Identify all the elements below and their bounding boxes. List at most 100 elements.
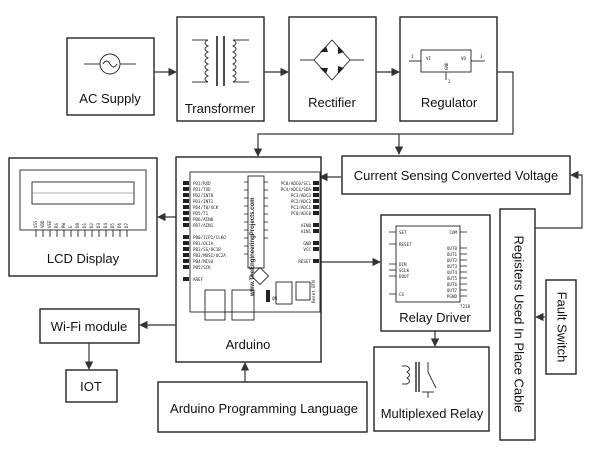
current-sensing-block: Current Sensing Converted Voltage <box>341 155 571 195</box>
ac-supply-block: AC Supply <box>66 37 155 116</box>
rd-pin-label: OUT3 <box>447 264 458 269</box>
arduino-pin-label: PD6/AIN0 <box>193 217 214 222</box>
rd-pin-label: OUT1 <box>447 252 458 257</box>
power-jack-icon <box>231 289 255 321</box>
arduino-pin-label: PD2/INT0 <box>193 193 214 198</box>
lcd-pin-label: RW <box>61 222 66 228</box>
wifi-module-block: Wi-Fi module <box>39 308 140 344</box>
arduino-pin-label: PC1/ADC1 <box>291 205 312 210</box>
rd-pin-label: OUT5 <box>447 276 458 281</box>
arduino-pin-label: PD1/RXD <box>193 181 211 186</box>
reg-vo: VO <box>461 56 467 61</box>
lcd-pin-label: D1 <box>82 222 87 228</box>
arduino-pin-label: RESET <box>298 259 311 264</box>
lcd-pin-label: D5 <box>110 222 115 228</box>
rd-pin-label: SCLK <box>399 268 410 273</box>
lcd-pin-label: E <box>68 225 73 228</box>
rd-pin-label: OUT2 <box>447 258 458 263</box>
usb-connector-icon <box>204 289 226 321</box>
reg-pin2: 2 <box>448 79 451 84</box>
multiplexed-relay-block: Multiplexed Relay <box>373 346 490 432</box>
reg-pin1: 1 <box>411 54 414 59</box>
rd-pin-label: DIN <box>399 262 407 267</box>
rd-pin-label: OUT4 <box>447 270 458 275</box>
reg-gnd: GND <box>444 62 449 70</box>
arduino-pin-label: PB2/SS/OC1B <box>193 247 221 252</box>
relay-icon <box>402 362 437 398</box>
lcd-pin-label: D2 <box>89 222 94 228</box>
reg-pin3: 3 <box>480 54 483 59</box>
arduino-label: Arduino <box>226 337 271 352</box>
arduino-block: PD1/RXD PD1/TXD PD2/INT0 PD3/INT1 PD4/T0… <box>175 156 322 363</box>
registers-block: Registers Used In Place Cable <box>499 208 536 441</box>
arduino-pin-label: PD3/INT1 <box>193 199 214 204</box>
iot-block: IOT <box>65 369 118 403</box>
lcd-pin-label: D3 <box>96 222 101 228</box>
transformer-block: Transformer <box>176 16 265 122</box>
on-led-icon <box>266 290 270 302</box>
arduino-pin-label: PC0/ADC0/SCL <box>281 181 312 186</box>
programming-block: Arduino Programming Language <box>157 381 368 433</box>
arduino-pin-label: PB4/MISO <box>193 259 214 264</box>
arduino-pin-label: PB5/SCK <box>193 265 211 270</box>
rd-part-number: 7218 <box>460 304 471 309</box>
arduino-pin-label: PB1/OC1A <box>193 241 214 246</box>
lcd-module-icon <box>19 169 147 231</box>
crystal-icon <box>250 266 270 286</box>
fault-switch-label: Fault Switch <box>555 292 570 363</box>
rd-pin-label: OUT0 <box>447 246 458 251</box>
fault-switch-block: Fault Switch <box>545 279 577 375</box>
rectifier-block: Rectifier <box>288 16 377 122</box>
rd-pin-label: SET <box>399 230 407 235</box>
rd-pin-label: DOUT <box>399 274 410 279</box>
arduino-pin-label: AIN1 <box>301 229 312 234</box>
lcd-pins: VSS VDD VEE RS RW E D0 D1 D2 D3 D4 D5 D6… <box>33 220 129 237</box>
arduino-pin-label: AIN0 <box>301 223 312 228</box>
transformer-icon <box>192 36 249 86</box>
rd-pin-label: RESET <box>399 242 412 247</box>
on-label: ON <box>272 296 278 301</box>
arduino-board-icon: PD1/RXD PD1/TXD PD2/INT0 PD3/INT1 PD4/T0… <box>183 171 321 321</box>
lcd-pin-label: D0 <box>75 222 80 228</box>
arduino-pin-label: PB3/MOSI/OC2A <box>193 253 226 258</box>
arduino-pin-label: GND <box>303 241 311 246</box>
arduino-pin-label: PC0/ADC0 <box>291 211 312 216</box>
arduino-pin-label: AREF <box>193 277 204 282</box>
arduino-pin-label: PB0/ICP1/CLKO <box>193 235 226 240</box>
wifi-module-label: Wi-Fi module <box>51 319 128 334</box>
lcd-block: VSS VDD VEE RS RW E D0 D1 D2 D3 D4 D5 D6… <box>8 157 158 277</box>
relay-driver-label: Relay Driver <box>399 310 471 325</box>
registers-label: Registers Used In Place Cable <box>512 235 527 412</box>
regulator-label: Regulator <box>421 95 478 110</box>
transformer-label: Transformer <box>185 101 256 116</box>
ac-supply-label: AC Supply <box>79 91 141 106</box>
rectifier-label: Rectifier <box>308 95 356 110</box>
lcd-pin-label: D6 <box>117 222 122 228</box>
arduino-pin-label: PC3/ADC3 <box>291 193 312 198</box>
regulator-block: VI VO GND 1 3 2 Regulator <box>399 16 498 122</box>
lcd-pin-label: D4 <box>103 222 108 228</box>
rd-pin-label: OUT6 <box>447 282 458 287</box>
multiplexed-relay-label: Multiplexed Relay <box>381 406 484 421</box>
arduino-pin-label: PD5/T1 <box>193 211 209 216</box>
rd-pin-label: PGND <box>447 294 458 299</box>
bridge-rectifier-icon <box>300 39 364 81</box>
arduino-pin-label: PC2/ADC2 <box>291 199 312 204</box>
lcd-pin-label: VDD <box>40 220 45 228</box>
rd-pin-label: OUT7 <box>447 288 458 293</box>
rd-pin-label: COM <box>449 230 457 235</box>
rd-pin-label: CS <box>399 292 405 297</box>
lcd-label: LCD Display <box>47 251 120 266</box>
lcd-pin-label: VEE <box>47 220 52 228</box>
current-sensing-label: Current Sensing Converted Voltage <box>354 168 559 183</box>
lcd-pin-label: D7 <box>124 222 129 228</box>
iot-label: IOT <box>80 379 102 394</box>
lcd-pin-label: VSS <box>33 220 38 228</box>
reset-label: Reset BTN <box>311 280 316 303</box>
arduino-pin-label: PD7/AIN1 <box>193 223 214 228</box>
regulator-ic-icon: VI VO GND 1 3 2 <box>409 49 485 84</box>
arduino-pin-label: VCC <box>303 247 311 252</box>
relay-driver-block: SET RESET DIN SCLK DOUT CS COM OUT0 OUT1… <box>380 214 491 332</box>
reg-vi: VI <box>426 56 432 61</box>
